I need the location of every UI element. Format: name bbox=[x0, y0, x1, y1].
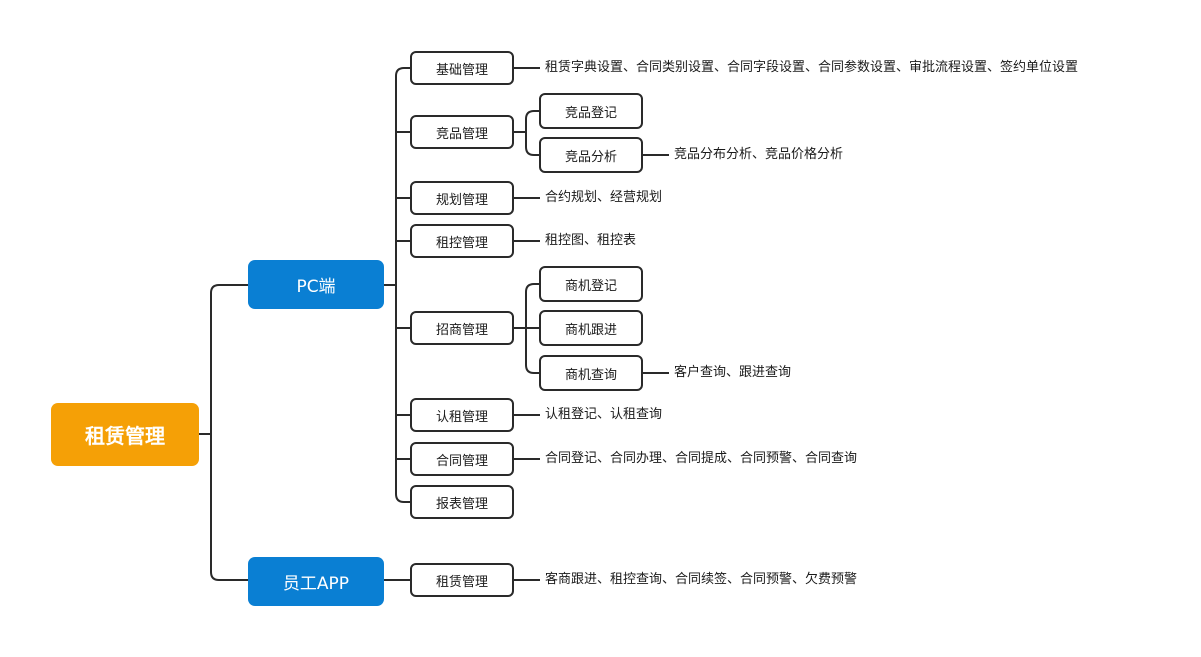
detail-planning-management: 合约规划、经营规划 bbox=[545, 190, 663, 205]
node-competitor-analysis: 竞品分析 bbox=[539, 137, 643, 173]
node-opportunity-query: 商机查询 bbox=[539, 355, 643, 391]
root-label: 租赁管理 bbox=[85, 424, 165, 448]
connector-pc-branches bbox=[396, 131, 410, 460]
node-report-management: 报表管理 bbox=[410, 485, 514, 519]
node-label: 合同管理 bbox=[435, 453, 488, 469]
app-node: 员工APP bbox=[248, 557, 384, 606]
node-label: 商机跟进 bbox=[564, 322, 617, 338]
node-label: 竞品管理 bbox=[435, 126, 488, 142]
detail-opportunity-query: 客户查询、跟进查询 bbox=[674, 365, 792, 380]
node-label: 竞品登记 bbox=[564, 105, 617, 121]
connector-root-vertical bbox=[210, 284, 248, 581]
detail-competitor-analysis: 竞品分布分析、竞品价格分析 bbox=[674, 147, 844, 162]
node-label: 租赁管理 bbox=[435, 574, 488, 590]
node-label: 租控管理 bbox=[435, 235, 488, 251]
detail-app-lease-management: 客商跟进、租控查询、合同续签、合同预警、欠费预警 bbox=[545, 572, 858, 587]
node-label: 报表管理 bbox=[435, 496, 488, 512]
connector-investment bbox=[514, 283, 539, 374]
node-label: 认租管理 bbox=[435, 409, 488, 425]
pc-label: PC端 bbox=[296, 277, 336, 297]
node-label: 商机登记 bbox=[564, 278, 617, 294]
node-label: 商机查询 bbox=[564, 367, 617, 383]
node-label: 基础管理 bbox=[435, 62, 488, 78]
node-app-lease-management: 租赁管理 bbox=[410, 563, 514, 597]
node-planning-management: 规划管理 bbox=[410, 181, 514, 215]
pc-node: PC端 bbox=[248, 260, 384, 309]
node-lease-control-management: 租控管理 bbox=[410, 224, 514, 258]
node-opportunity-register: 商机登记 bbox=[539, 266, 643, 302]
app-label: 员工APP bbox=[282, 574, 350, 594]
node-competitor-register: 竞品登记 bbox=[539, 93, 643, 129]
node-competitor-management: 竞品管理 bbox=[410, 115, 514, 149]
node-subscription-management: 认租管理 bbox=[410, 398, 514, 432]
node-investment-management: 招商管理 bbox=[410, 311, 514, 345]
detail-basic-management: 租赁字典设置、合同类别设置、合同字段设置、合同参数设置、审批流程设置、签约单位设… bbox=[545, 60, 1079, 75]
node-opportunity-followup: 商机跟进 bbox=[539, 310, 643, 346]
connector-pc-vertical bbox=[395, 67, 410, 503]
node-label: 规划管理 bbox=[435, 192, 488, 208]
detail-subscription-management: 认租登记、认租查询 bbox=[545, 407, 663, 422]
node-label: 竞品分析 bbox=[564, 149, 617, 165]
detail-lease-control-management: 租控图、租控表 bbox=[545, 233, 637, 248]
node-basic-management: 基础管理 bbox=[410, 51, 514, 85]
node-label: 招商管理 bbox=[435, 322, 488, 338]
root-node: 租赁管理 bbox=[51, 403, 199, 466]
connector-competitor bbox=[514, 110, 539, 156]
detail-contract-management: 合同登记、合同办理、合同提成、合同预警、合同查询 bbox=[545, 451, 858, 466]
node-contract-management: 合同管理 bbox=[410, 442, 514, 476]
